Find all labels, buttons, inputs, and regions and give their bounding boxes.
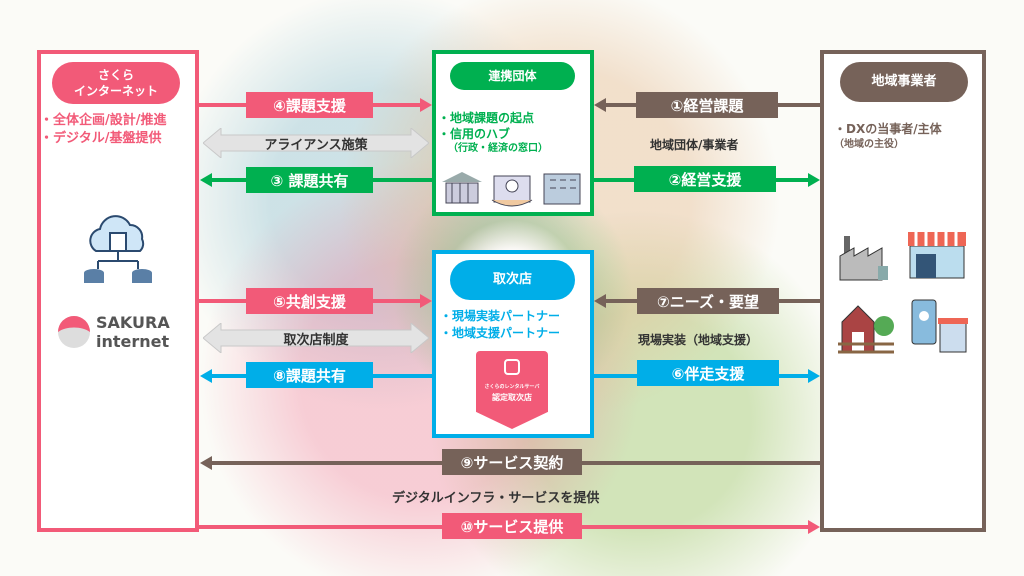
mobile-store-icon bbox=[911, 299, 968, 353]
arrow-7-head bbox=[594, 294, 606, 308]
partner-org-bullets: ・地域課題の起点・信用のハブ （行政・経済の窓口） bbox=[438, 111, 548, 155]
local-business-bullets: ・DXの当事者/主体（地域の主役） bbox=[834, 122, 942, 150]
sakura-internet-box bbox=[37, 50, 199, 532]
arrow-10-label: ⑩サービス提供 bbox=[442, 513, 582, 539]
cloud-server-icon bbox=[84, 215, 152, 283]
arrow-4-head bbox=[420, 98, 432, 112]
arrow-5-head bbox=[420, 294, 432, 308]
badge-logo-icon bbox=[504, 359, 520, 375]
agency-bullets: ・現場実装パートナー・地域支援パートナー bbox=[440, 309, 561, 340]
arrow-8-head bbox=[200, 369, 212, 383]
agency-title: 取次店 bbox=[450, 260, 575, 300]
certified-agency-badge: さくらのレンタルサーバ 認定取次店 bbox=[476, 351, 548, 429]
arrow-7-label: ⑦ニーズ・要望 bbox=[637, 288, 779, 314]
field-label: 現場実装（地域支援） bbox=[638, 333, 759, 347]
partner-org-title: 連携団体 bbox=[450, 62, 575, 90]
arrow-8-label: ⑧課題共有 bbox=[246, 362, 373, 388]
arrow-6-label: ⑥伴走支援 bbox=[637, 360, 779, 386]
sakura-internet-title: さくらインターネット bbox=[52, 62, 180, 104]
factory-icon bbox=[839, 236, 888, 281]
local-business-box bbox=[820, 50, 986, 532]
local-business-title: 地域事業者 bbox=[840, 62, 968, 102]
arrow-4-label: ④課題支援 bbox=[246, 92, 373, 118]
shop-icon bbox=[908, 232, 966, 279]
government-buildings-icon bbox=[442, 172, 581, 207]
arrow-1-label: ①経営課題 bbox=[636, 92, 778, 118]
arrow-3-label: ③ 課題共有 bbox=[246, 167, 373, 193]
arrow-9-label: ⑨サービス契約 bbox=[442, 449, 582, 475]
sakura-bullets: ・全体企画/設計/推進・デジタル/基盤提供 bbox=[40, 113, 167, 147]
region-label: 地域団体/事業者 bbox=[650, 138, 739, 152]
arrow-2-head bbox=[808, 173, 820, 187]
arrow-10-head bbox=[808, 520, 820, 534]
sakura-logo-icon bbox=[58, 316, 90, 348]
farm-icon bbox=[838, 305, 894, 354]
arrow-1-head bbox=[594, 98, 606, 112]
arrow-2-label: ②経営支援 bbox=[634, 166, 776, 192]
alliance-double-arrow: アライアンス施策 bbox=[203, 128, 429, 158]
arrow-3-head bbox=[200, 173, 212, 187]
arrow-5-label: ⑤共創支援 bbox=[246, 288, 373, 314]
infra-label: デジタルインフラ・サービスを提供 bbox=[392, 491, 600, 506]
arrow-9-head bbox=[200, 456, 212, 470]
agency-system-double-arrow: 取次店制度 bbox=[203, 323, 429, 353]
arrow-6-head bbox=[808, 369, 820, 383]
